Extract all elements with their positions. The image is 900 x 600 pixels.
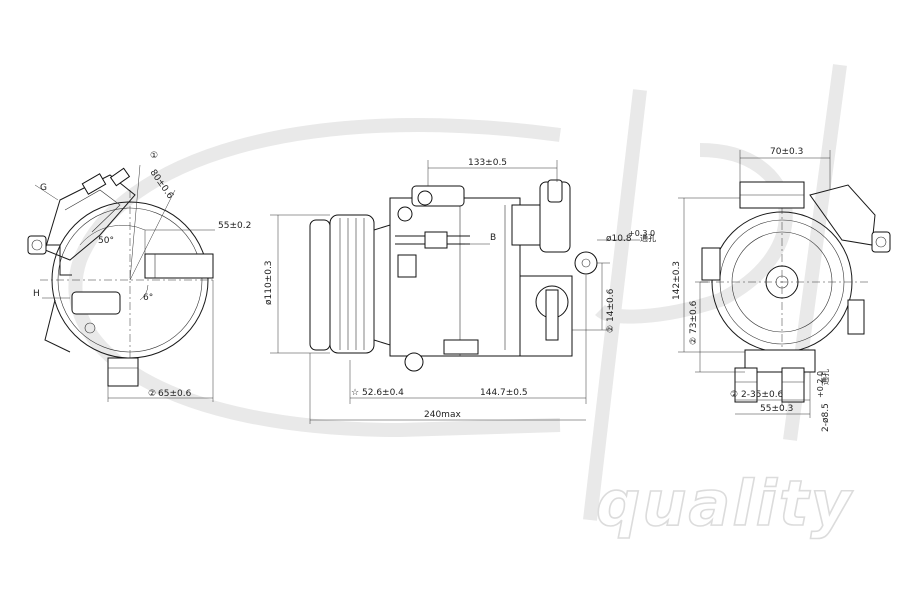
left-connector — [27, 235, 47, 255]
mid-label-240: 240max — [424, 410, 461, 420]
right-label-35: 2-35±0.6 — [741, 390, 784, 400]
right-label-73: 73±0.6 — [689, 300, 699, 334]
right-label-hole-suffix: 通孔 — [820, 369, 830, 385]
pulley-grooves — [329, 214, 375, 354]
right-label-circle-35: ② — [730, 390, 738, 400]
left-label-h: H — [33, 289, 40, 299]
left-label-65: 65±0.6 — [158, 389, 192, 399]
right-label-hole: 2-ø8.5 — [821, 403, 831, 432]
mid-label-133: 133±0.5 — [468, 158, 507, 168]
mid-label-b: B — [490, 233, 496, 243]
right-label-142: 142±0.3 — [672, 261, 682, 300]
left-label-55: 55±0.2 — [218, 221, 251, 231]
mid-label-110: ø110±0.3 — [264, 260, 274, 305]
left-label-6deg: 6° — [143, 293, 153, 303]
pulley-disc — [309, 219, 331, 351]
middle-front-view: 133±0.5 B ø110±0.3 ø10.8 +0.3 0 通孔 ② 14±… — [264, 158, 656, 424]
mid-label-star: ☆ — [351, 388, 359, 398]
mid-label-circle-14: ② — [606, 325, 616, 333]
watermark-logo: quality — [68, 64, 853, 541]
right-end-view: 70±0.3 142±0.3 ② 73±0.6 ② 2-35±0.6 55±0.… — [672, 147, 891, 432]
mid-label-14: 14±0.6 — [606, 288, 616, 322]
right-label-55: 55±0.3 — [760, 404, 793, 414]
left-label-50deg: 50° — [98, 236, 114, 246]
mid-label-52: 52.6±0.4 — [362, 388, 404, 398]
left-label-circle-1: ① — [150, 151, 158, 161]
mid-label-144: 144.7±0.5 — [480, 388, 528, 398]
mount-hole — [574, 251, 598, 275]
right-label-hole-tol: +0.2 0 — [816, 371, 825, 398]
watermark-text: quality — [596, 467, 853, 540]
right-label-circle-73: ② — [689, 337, 699, 345]
right-label-70: 70±0.3 — [770, 147, 803, 157]
left-side-view: ① 80±0.6 G H 50° 6° 55±0.2 ② 65±0.6 — [27, 151, 251, 402]
mid-label-hole: ø10.8 — [606, 234, 632, 244]
left-label-g: G — [40, 183, 47, 193]
mid-label-hole-tol: +0.3 0 — [628, 229, 655, 238]
left-label-circle-2: ② — [148, 389, 156, 399]
mid-label-hole-suffix: 通孔 — [640, 233, 656, 243]
